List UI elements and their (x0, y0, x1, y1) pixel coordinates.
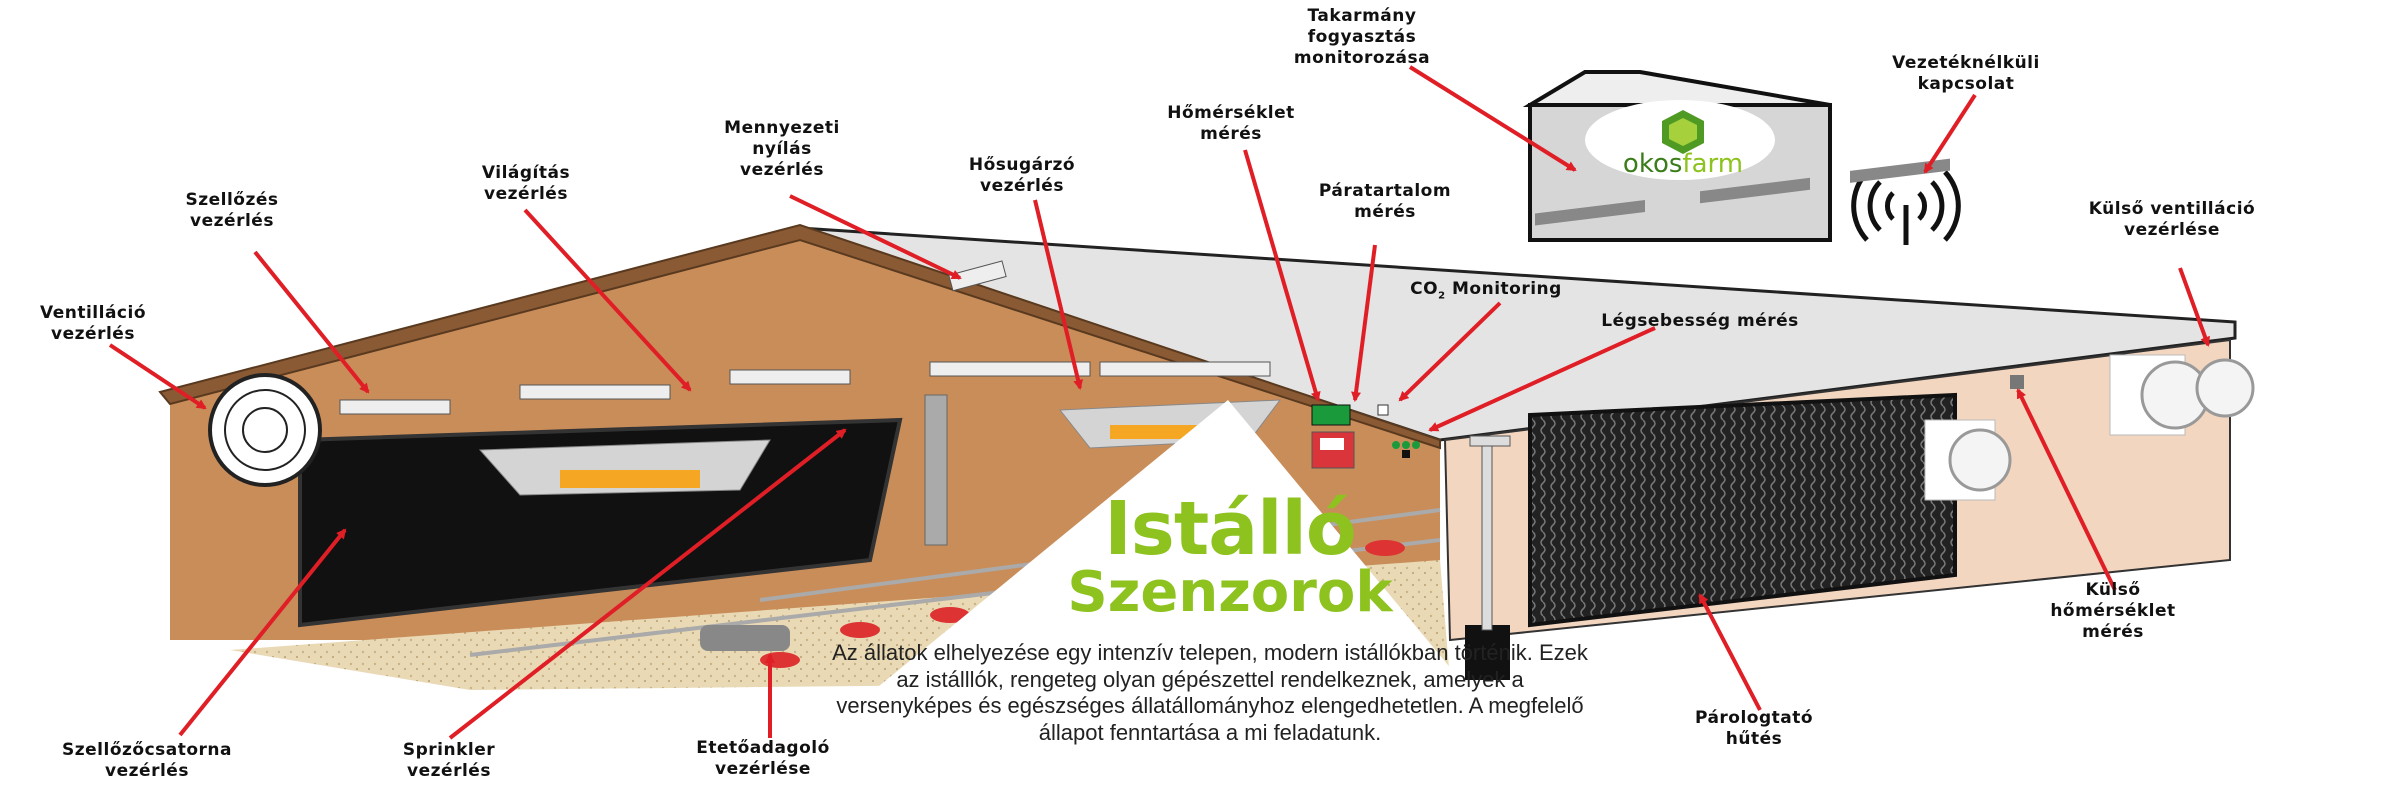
description-paragraph: Az állatok elhelyezése egy intenzív tele… (832, 640, 1588, 745)
title-line-2: Szenzorok (1067, 560, 1393, 625)
label-line: vezérlés (105, 761, 189, 781)
label-line: monitorozása (1293, 48, 1431, 68)
label-line: Szellőzés (185, 190, 279, 210)
control-panels (1311, 404, 1420, 469)
label-line: Ventilláció (39, 303, 147, 323)
label-line: vezérlése (2124, 220, 2220, 240)
label-line: vezérlés (740, 160, 824, 180)
label-line: Vezetéknélküli (1892, 53, 2040, 73)
label-line: Külső (2085, 580, 2141, 600)
label-line: Hőmérséklet (1167, 103, 1295, 123)
label-line: Sprinkler (402, 740, 496, 760)
label-line: vezérlés (407, 761, 491, 781)
label-line: vezérlés (980, 176, 1064, 196)
label-line: Párologtató (1694, 708, 1814, 728)
label-line: Légsebesség mérés (1601, 311, 1799, 331)
label-line: Etetőadagoló (696, 738, 830, 758)
info-triangle (740, 400, 1560, 800)
label-line: mérés (1200, 124, 1262, 144)
pointer-arrows (108, 65, 2210, 740)
label-text: Monitoring (1445, 279, 1562, 299)
label-line: hűtés (1725, 729, 1783, 749)
label-subscript: 2 (1438, 290, 1446, 302)
title-line-1: Istálló (1104, 486, 1356, 572)
pump-box (1465, 625, 1510, 680)
wireless-signal-icon (1851, 170, 1961, 245)
label-line: Mennyezeti (724, 118, 840, 138)
label-air-speed-measurement: Légsebesség mérés (1601, 311, 1799, 332)
label-line: kapcsolat (1917, 74, 2015, 94)
evaporative-cooling-pad (1528, 392, 1957, 628)
label-line: fogyasztás (1307, 27, 1417, 47)
label-line: vezérlés (190, 211, 274, 231)
label-line: mérés (1354, 202, 1416, 222)
label-line: Takarmány (1307, 6, 1417, 26)
feed-dispenser-motor (700, 625, 790, 651)
label-line: Páratartalom (1318, 181, 1452, 201)
ceiling-vents (339, 260, 1271, 415)
ventilation-duct (924, 394, 948, 546)
label-line: nyílás (752, 139, 812, 159)
wall-fan-icon (208, 373, 322, 487)
label-line: hőmérséklet (2050, 601, 2176, 621)
label-line: vezérlése (715, 759, 811, 779)
okosfarm-logo-icon (1662, 110, 1704, 154)
label-line: vezérlés (51, 324, 135, 344)
label-line: Hősugárzó (968, 155, 1076, 175)
label-line: Szellőzőcsatorna (61, 740, 233, 760)
label-line: vezérlés (484, 184, 568, 204)
svg-text:okosfarm: okosfarm (1623, 149, 1743, 179)
label-text: CO (1410, 279, 1439, 299)
external-fans (1924, 354, 2255, 501)
label-line: Világítás (481, 163, 571, 183)
label-co2-monitoring: CO2 Monitoring (1410, 279, 1562, 306)
label-line: Külső ventilláció (2088, 199, 2256, 219)
label-line: mérés (2082, 622, 2144, 642)
